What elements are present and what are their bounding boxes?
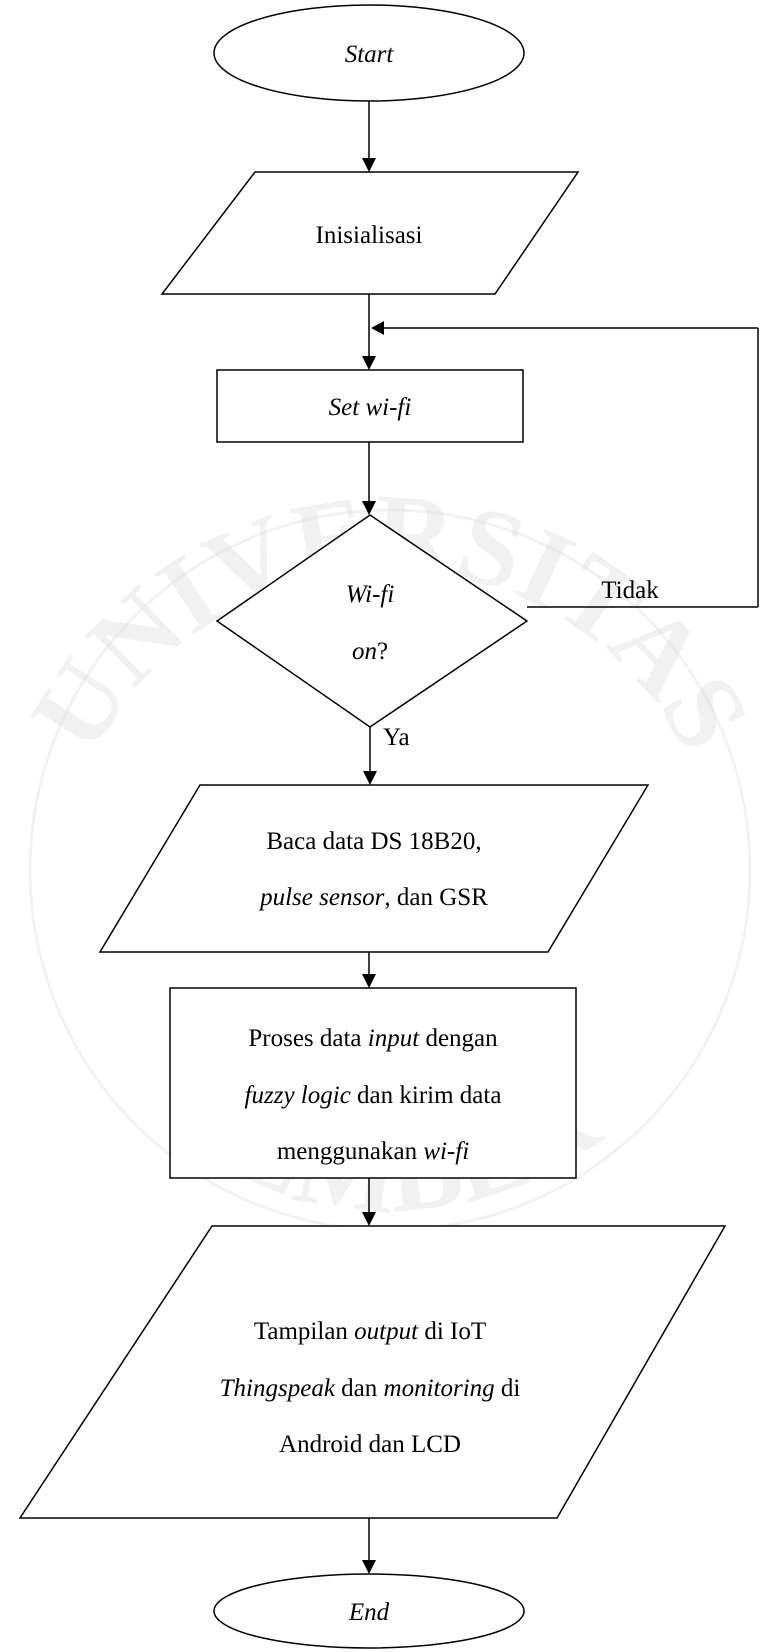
- output-line1: Tampilan output di IoT: [254, 1318, 486, 1345]
- process-line3: menggunakan wi-fi: [277, 1138, 469, 1165]
- arrowhead-process-output: [362, 1212, 376, 1226]
- process-line2: fuzzy logic dan kirim data: [245, 1082, 502, 1109]
- init-label: Inisialisasi: [316, 222, 423, 249]
- arrowhead-output-end: [362, 1560, 376, 1574]
- read-data-io: [98, 784, 650, 953]
- output-line3: Android dan LCD: [279, 1431, 461, 1458]
- process-line1: Proses data input dengan: [248, 1025, 498, 1052]
- arrowhead-start-init: [362, 158, 376, 172]
- decision-line2: on?: [352, 638, 388, 665]
- arrowhead-setwifi-decision: [362, 501, 376, 515]
- init-io: [160, 171, 580, 295]
- set-wifi-label: Set wi-fi: [329, 394, 412, 421]
- arrowhead-yes: [363, 771, 377, 785]
- start-label: Start: [345, 41, 395, 68]
- read-line1: Baca data DS 18B20,: [266, 828, 481, 855]
- read-line2: pulse sensor, dan GSR: [258, 884, 488, 911]
- yes-label: Ya: [383, 724, 410, 751]
- output-io: [18, 1225, 727, 1519]
- arrowhead-init-setwifi: [362, 356, 376, 370]
- set-wifi-process: [216, 369, 524, 443]
- end-label: End: [348, 1599, 390, 1626]
- decision-line1: Wi-fi: [346, 581, 395, 608]
- arrowhead-loop-return: [371, 321, 384, 335]
- process-box: [169, 987, 577, 1179]
- output-line2: Thingspeak dan monitoring di: [220, 1375, 521, 1402]
- no-label: Tidak: [601, 577, 659, 604]
- wifi-decision: [215, 514, 529, 728]
- arrowhead-read-process: [362, 974, 376, 988]
- end-terminal: [213, 1573, 525, 1649]
